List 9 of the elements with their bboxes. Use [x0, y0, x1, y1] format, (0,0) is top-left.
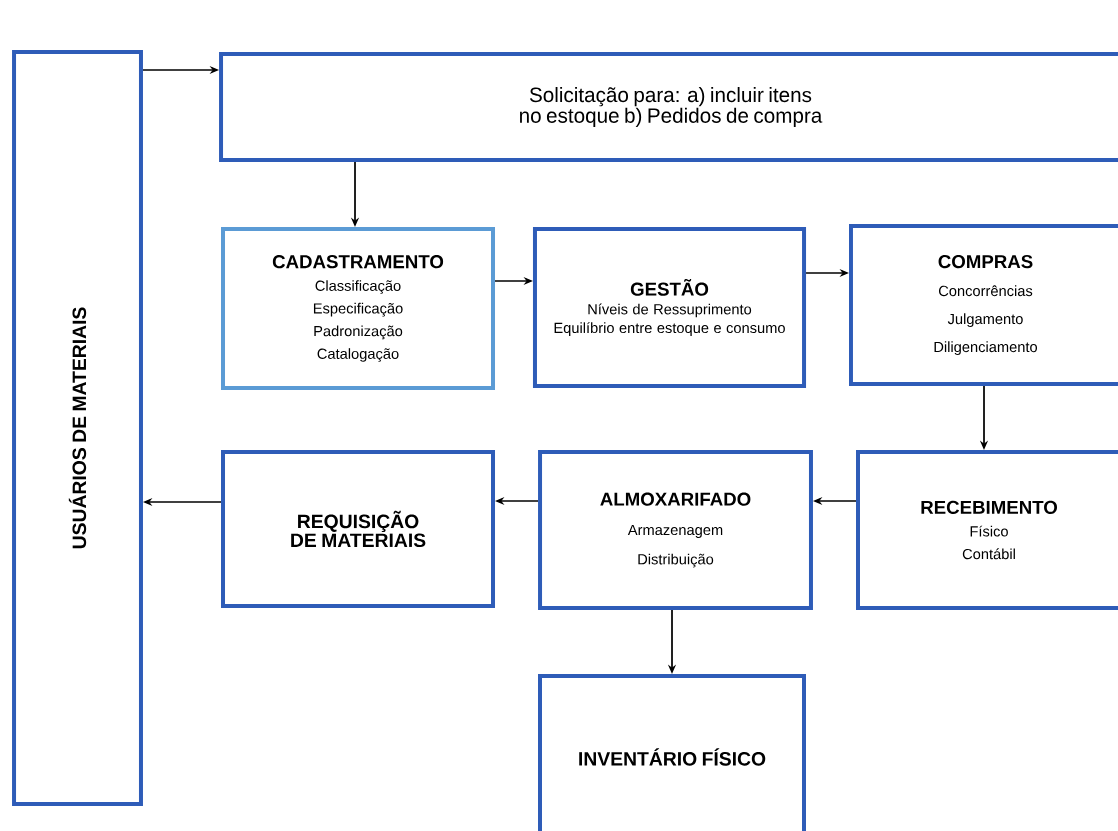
process-box: GESTÃO Níveis de Ressuprimento Equilíbrio entre estoque e consumo	[532, 226, 807, 389]
process-box: ALMOXARIFADO Armazenagem Distribuição	[538, 450, 813, 610]
process-box: RECEBIMENTO Físico Contábil	[856, 450, 1118, 610]
process-box: COMPRAS Concorrências Julgamento Diligenciamento	[848, 224, 1118, 386]
request-box: Solicitação para: a) incluir itens no estoque b) Pedidos de compra	[219, 52, 1118, 162]
process-box: INVENTÁRIO FÍSICO	[538, 674, 806, 831]
process-box: CADASTRAMENTO Classificação Especificação Padronização Catalogação	[221, 227, 495, 390]
vertical-label-box: USUÁRIOS DE MATERIAIS	[12, 50, 143, 806]
process-box: REQUISIÇÃO DE MATERIAIS	[221, 450, 495, 608]
